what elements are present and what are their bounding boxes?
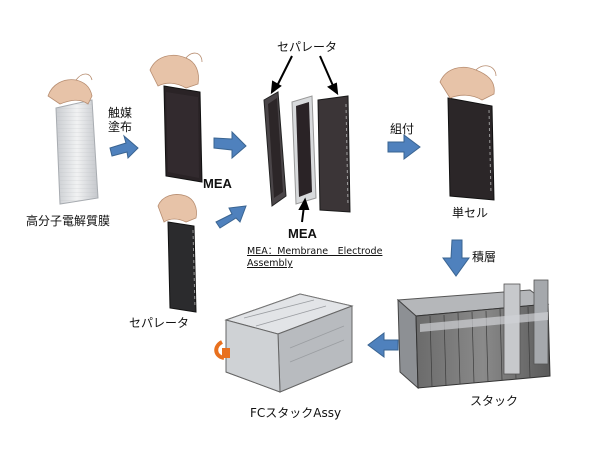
hand-icon	[47, 73, 93, 105]
single-cell-label: 単セル	[452, 206, 489, 220]
arrow-stack-to-assy	[367, 332, 399, 358]
membrane-sheet-illustration	[55, 99, 99, 205]
hand-icon	[439, 65, 497, 101]
stacking-label: 積層	[472, 250, 497, 264]
mea-center-label: MEA	[288, 226, 317, 241]
catalyst-coating-label-line2: 塗布	[108, 120, 133, 134]
mea-definition-note: MEA：Membrane Electrode Assembly	[247, 246, 387, 270]
hand-icon	[149, 52, 203, 89]
separator-pointer-arrows	[270, 55, 339, 96]
hand-icon	[157, 194, 197, 223]
separator-sheet-illustration	[167, 221, 197, 313]
membrane-label: 高分子電解質膜	[26, 214, 111, 228]
fc-stack-assy-label: FCスタックAssy	[250, 406, 342, 420]
arrow-membrane-to-mea	[109, 134, 139, 160]
arrow-cell-to-single-cell	[387, 134, 421, 160]
assemble-label: 組付	[390, 122, 415, 136]
catalyst-coating-label-line1: 触媒	[108, 106, 133, 120]
mea-sheet-illustration	[163, 85, 203, 183]
mea-pointer-arrow	[298, 197, 310, 223]
fuel-cell-stack-illustration	[396, 279, 551, 390]
separator-top-label: セパレータ	[277, 40, 338, 54]
separator-plate-left	[263, 91, 287, 207]
separator-bottom-label: セパレータ	[129, 316, 190, 330]
mea-plate-center	[291, 95, 317, 205]
mea-left-label: MEA	[203, 176, 232, 191]
fc-stack-assy-case-illustration	[214, 293, 354, 393]
arrow-single-cell-to-stack	[442, 239, 470, 277]
arrow-separator-to-cell	[215, 205, 247, 229]
separator-plate-right	[317, 95, 351, 213]
stack-label: スタック	[470, 394, 519, 408]
single-cell-illustration	[447, 97, 495, 201]
mea-definition-line1: MEA：Membrane Electrode	[247, 246, 383, 257]
mea-definition-line2: Assembly	[247, 258, 293, 269]
arrow-mea-to-cell	[213, 130, 247, 160]
